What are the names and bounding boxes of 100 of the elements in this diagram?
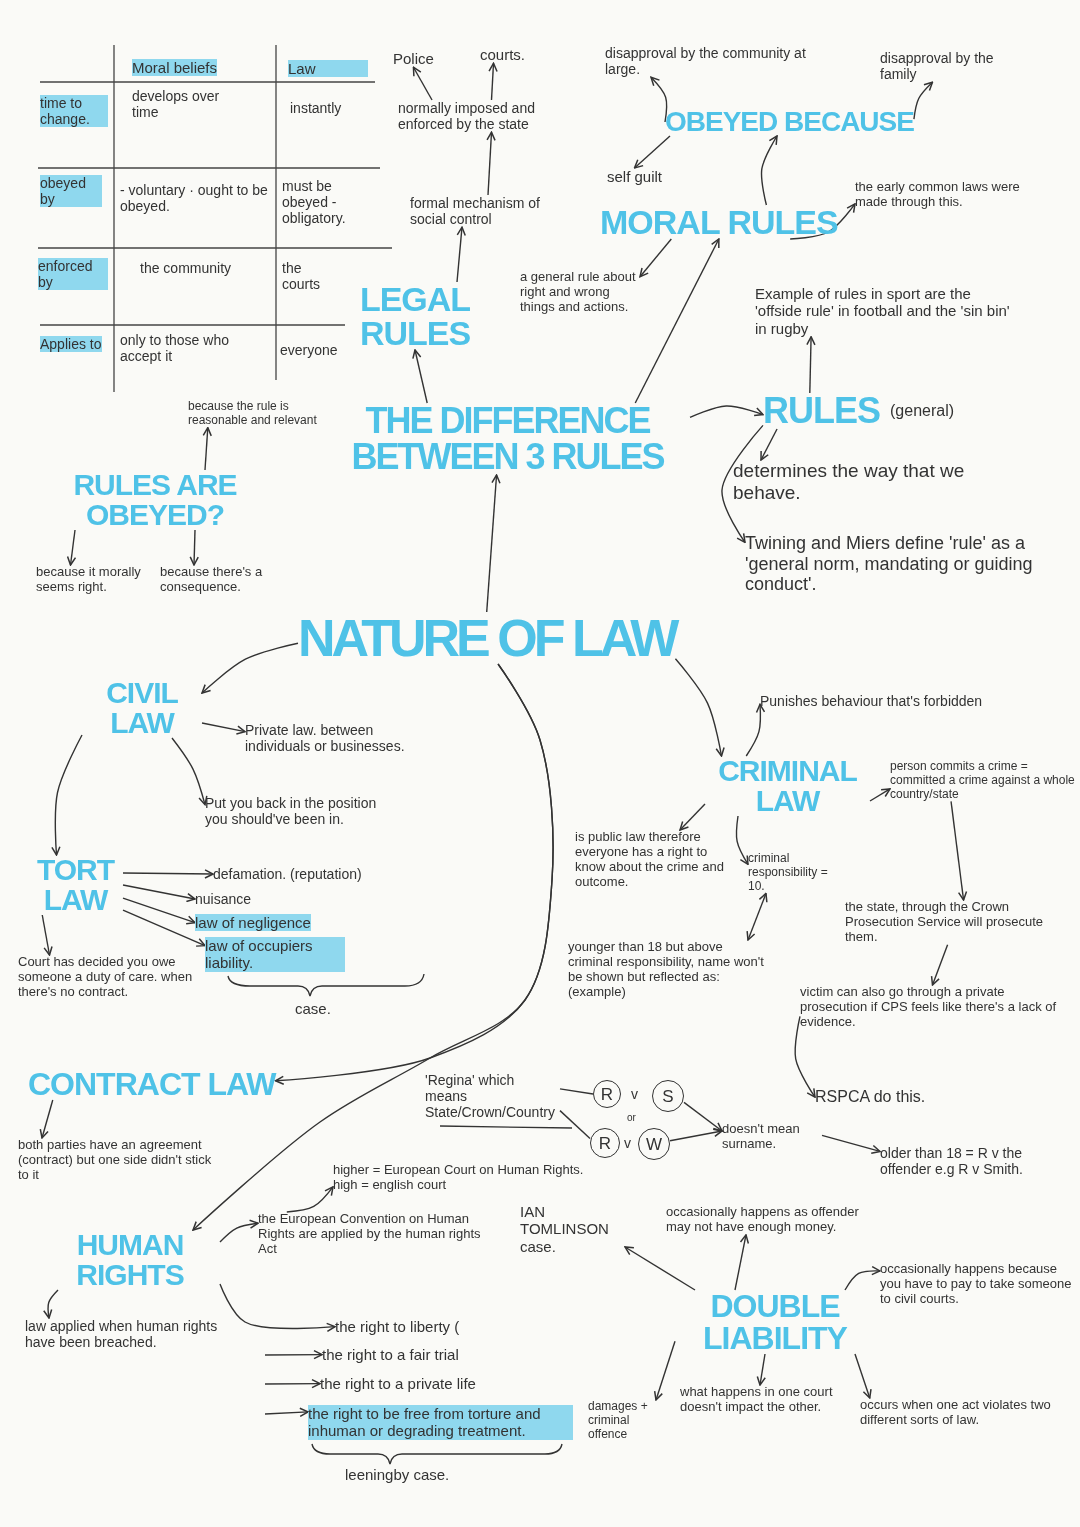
note-text: Example of rules in sport are the 'offside rule' in football and the 'sin bin' in rugby [755, 285, 1010, 337]
topic-heading: NATURE OF LAW [298, 612, 676, 664]
highlighted-note: law of negligence [195, 914, 311, 932]
note-text: higher = European Court on Human Rights. [333, 1163, 585, 1178]
arrow [66, 529, 77, 566]
arrow [679, 803, 706, 831]
arrow [201, 642, 299, 694]
arrow [760, 135, 778, 206]
arrow [669, 1127, 723, 1142]
note-text: person commits a crime = committed a crime against a whole country/state [890, 760, 1075, 802]
arrow [219, 1283, 336, 1333]
arrow [202, 426, 212, 471]
table-entry: everyone [280, 342, 338, 359]
arrow [756, 1353, 766, 1386]
highlighted-note: law of occupiers liability. [205, 937, 345, 972]
note-text: case. [295, 1000, 331, 1018]
arrow [264, 1378, 321, 1389]
note-text: Private law. between individuals or businesses. [245, 722, 435, 755]
topic-heading: CIVIL LAW [82, 678, 202, 738]
note-text: self guilt [607, 168, 663, 186]
note-text: Police [393, 50, 434, 68]
note-text: v [624, 1135, 631, 1152]
row-heading: Applies to [40, 336, 102, 353]
arrow [734, 1234, 750, 1291]
note-text: or [627, 1112, 636, 1124]
note-text: formal mechanism of social control [410, 195, 540, 228]
note-text: damages + criminal offence [588, 1400, 668, 1442]
note-text: occasionally happens as offender may not have enough money. [666, 1205, 866, 1235]
arrow [51, 734, 83, 856]
topic-heading: MORAL RULES [600, 205, 838, 239]
topic-heading: HUMAN RIGHTS [40, 1230, 220, 1290]
note-text: is public law therefore everyone has a right to know about the crime and outcome. [575, 830, 725, 890]
highlighted-note: the right to be free from torture and inhuman or degrading treatment. [308, 1405, 573, 1440]
table-entry: develops over time [132, 88, 221, 121]
topic-heading: RULES ARE OBEYED? [55, 470, 255, 530]
note-text: 'Regina' which means State/Crown/Country [425, 1072, 560, 1121]
note-text: because it morally seems right. [36, 565, 151, 595]
arrow [122, 884, 196, 903]
arrow [39, 1099, 54, 1139]
row-heading: time to change. [40, 95, 108, 128]
note-text: RSPCA do this. [815, 1088, 926, 1107]
row-heading: obeyed by [40, 175, 102, 208]
arrow [844, 1265, 881, 1291]
arrow [683, 1101, 723, 1132]
arrow [869, 788, 891, 802]
note-text: law applied when human rights have been breached. [25, 1318, 225, 1351]
arrow [634, 238, 720, 404]
arrow [653, 1340, 676, 1401]
note-text: disapproval by the community at large. [605, 45, 835, 78]
note-text: occurs when one act violates two different sorts of law. [860, 1398, 1055, 1428]
arrow [412, 349, 428, 404]
note-text: determines the way that we behave. [733, 460, 1013, 504]
topic-heading: RULES [763, 393, 880, 429]
arrow [624, 1246, 696, 1291]
note-text: occasionally happens because you have to pay to take someone to civil courts. [880, 1262, 1075, 1307]
arrow [201, 722, 246, 735]
arrow [689, 405, 764, 419]
note-text: Punishes behaviour that's forbidden [760, 693, 1000, 710]
table-entry: instantly [290, 100, 342, 117]
note-text: doesn't mean surname. [722, 1122, 822, 1152]
topic-heading: CRIMINAL LAW [705, 756, 870, 816]
note-text: the right to a fair trial [322, 1346, 459, 1364]
arrow [789, 203, 856, 240]
arrow [486, 131, 496, 196]
row-heading: enforced by [38, 258, 108, 291]
note-text: courts. [480, 46, 525, 64]
topic-heading: LEGAL RULES [355, 282, 475, 350]
arrow [735, 815, 749, 866]
table-entry: the community [140, 260, 233, 277]
arrow [650, 76, 668, 123]
note-text: the right to a private life [320, 1375, 476, 1393]
arrow [950, 800, 968, 901]
arrow [189, 529, 199, 566]
arrow [412, 66, 433, 101]
arrow [122, 869, 214, 879]
note-text: (general) [890, 402, 955, 421]
note-text: the early common laws were made through this. [855, 180, 1035, 210]
note-text: defamation. (reputation) [213, 866, 453, 883]
note-text: older than 18 = R v the offender e.g R v Smith. [880, 1145, 1030, 1178]
arrow [488, 62, 498, 101]
topic-heading: TORT LAW [28, 855, 123, 915]
arrow [639, 238, 673, 278]
connector-line [559, 1088, 594, 1095]
note-text: because there's a consequence. [160, 565, 330, 595]
topic-heading: CONTRACT LAW [28, 1068, 276, 1100]
arrow [41, 914, 53, 956]
arrow [171, 737, 208, 806]
arrow [264, 1407, 309, 1418]
note-text: disapproval by the family [880, 50, 1030, 83]
note-text: the right to liberty ( [335, 1318, 460, 1336]
note-text: criminal responsibility = 10. [748, 852, 838, 894]
note-text: younger than 18 but above criminal responsibility, name won't be shown but reflected as: (example) [568, 940, 768, 1000]
note-text: victim can also go through a private prosecution if CPS feels like there's a lack of evidence. [800, 985, 1065, 1030]
arrow [794, 1015, 816, 1098]
topic-heading: OBEYED BECAUSE [665, 108, 914, 136]
arrow [806, 336, 816, 394]
note-text: a general rule about right and wrong things and actions. [520, 270, 640, 315]
arrow [219, 1219, 259, 1243]
topic-heading: THE DIFFERENCE BETWEEN 3 RULES [325, 403, 690, 475]
arrow [674, 658, 725, 757]
